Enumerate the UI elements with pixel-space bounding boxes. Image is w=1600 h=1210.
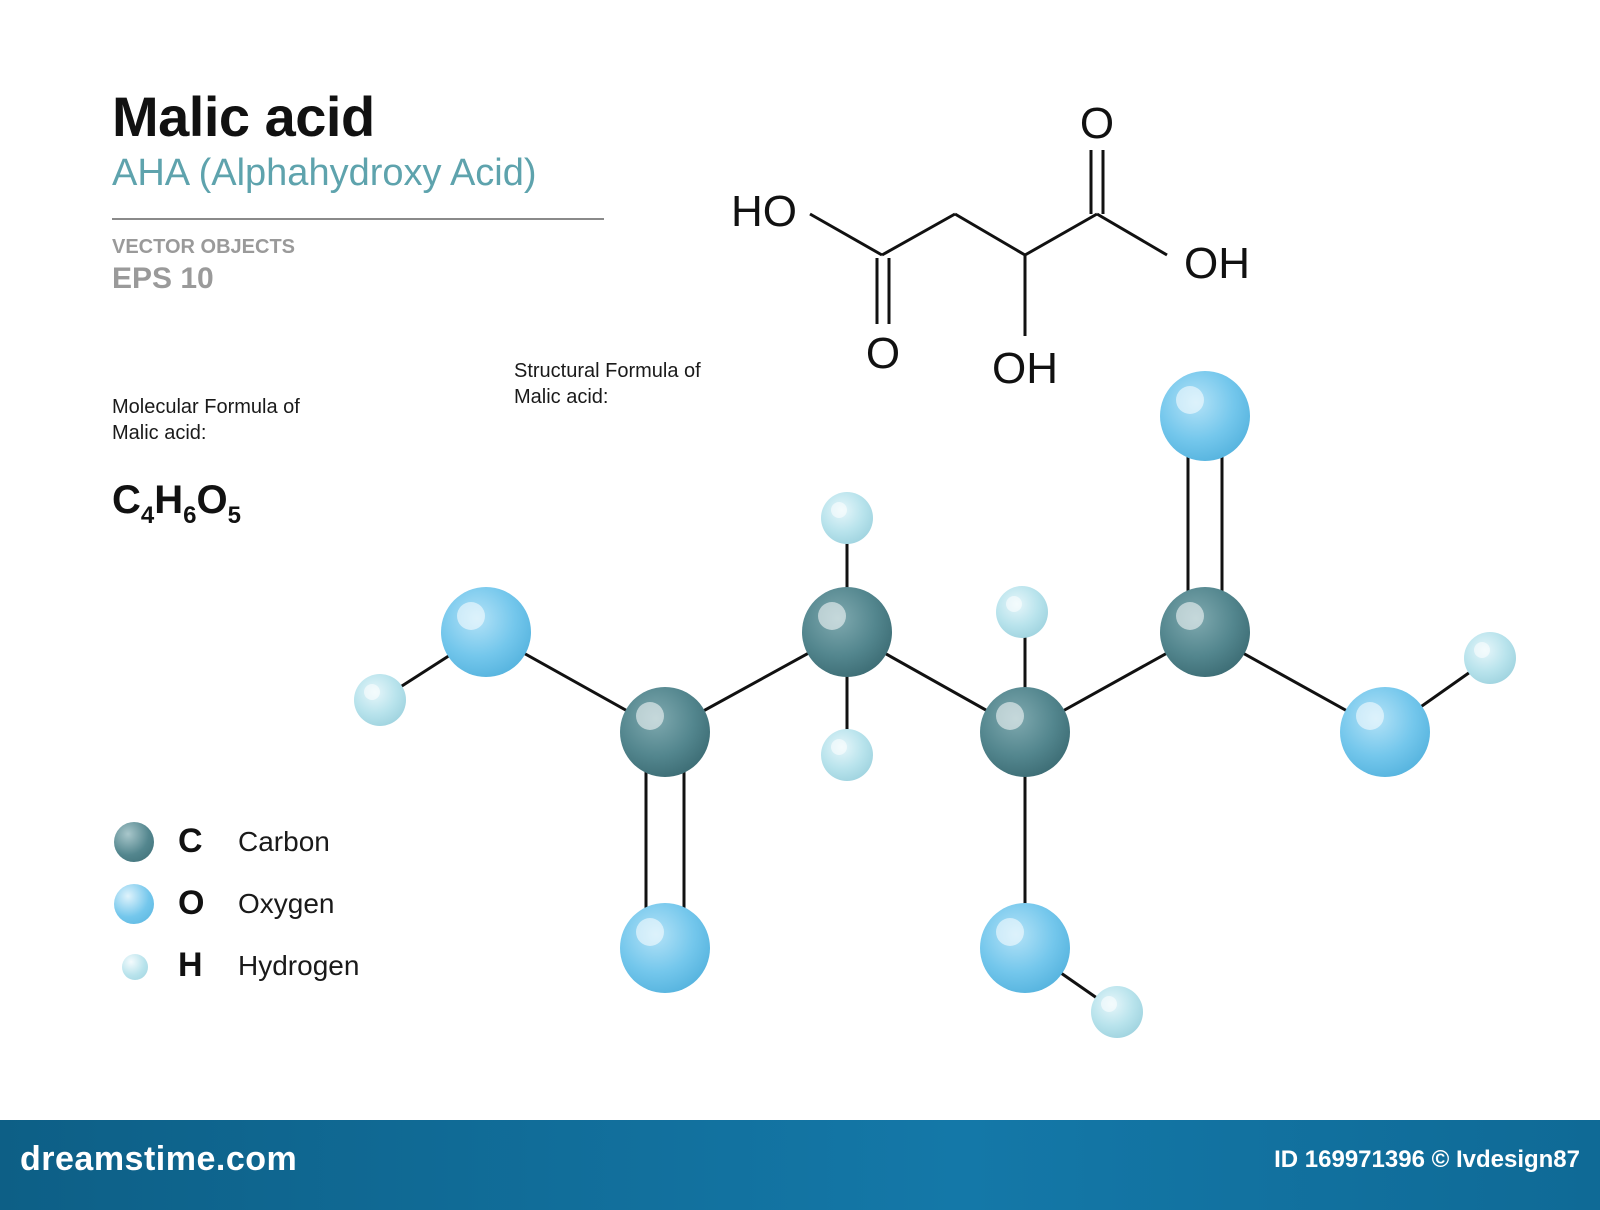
model-atoms <box>354 371 1516 1038</box>
legend-name: Oxygen <box>238 888 335 919</box>
hydrogen-atom <box>354 674 406 726</box>
hydrogen-atom <box>996 586 1048 638</box>
formula-c: C <box>112 478 141 522</box>
skeletal-formula: O HO OH O OH <box>731 99 1250 393</box>
carbon-atom <box>802 587 892 677</box>
formula-h-count: 6 <box>183 502 197 529</box>
molecular-label-line2: Malic acid: <box>112 422 207 444</box>
hydrogen-ball-icon <box>122 954 148 980</box>
skeletal-bonds <box>809 150 1168 336</box>
footer-bar: dreamstime.com ID 169971396 © Ivdesign87 <box>0 1120 1600 1210</box>
carbon-atom <box>980 687 1070 777</box>
page-subtitle: AHA (Alphahydroxy Acid) <box>112 152 537 194</box>
atom-o-top: O <box>1080 99 1114 148</box>
title-divider <box>112 218 604 220</box>
eps-label: EPS 10 <box>112 262 214 295</box>
atom-highlights <box>364 386 1490 1012</box>
molecular-formula: C4H6O5 <box>112 478 241 530</box>
oxygen-atom <box>1160 371 1250 461</box>
legend-name: Hydrogen <box>238 950 360 981</box>
model-bonds <box>379 416 1491 1014</box>
formula-c-count: 4 <box>140 502 155 529</box>
hydrogen-atom <box>1091 986 1143 1038</box>
ball-and-stick-model <box>354 371 1516 1038</box>
legend-symbol: C <box>178 822 203 860</box>
formula-o: O <box>196 478 228 522</box>
carbon-ball-icon <box>114 822 154 862</box>
footer-logo[interactable]: dreamstime.com <box>20 1140 298 1178</box>
oxygen-atom <box>620 903 710 993</box>
atom-o-bottom: O <box>866 329 900 378</box>
hydrogen-atom <box>1464 632 1516 684</box>
atom-oh-right: OH <box>1184 239 1250 288</box>
skeletal-atom-labels: O HO OH O OH <box>731 99 1250 393</box>
structural-formula-label: Structural Formula of Malic acid: <box>514 358 701 410</box>
carbon-atom <box>620 687 710 777</box>
oxygen-atom <box>980 903 1070 993</box>
molecular-formula-label: Molecular Formula of Malic acid: <box>112 394 300 446</box>
oxygen-atom <box>441 587 531 677</box>
carbon-atom <box>1160 587 1250 677</box>
oxygen-atom <box>1340 687 1430 777</box>
page-title: Malic acid <box>112 85 375 148</box>
structural-label-line2: Malic acid: <box>514 386 609 408</box>
formula-o-count: 5 <box>227 502 241 529</box>
hydrogen-atom <box>821 729 873 781</box>
legend-symbol: O <box>178 884 205 922</box>
hydrogen-atom <box>821 492 873 544</box>
formula-h: H <box>154 478 184 522</box>
vector-objects-label: VECTOR OBJECTS <box>112 236 295 258</box>
legend-symbol: H <box>178 946 203 984</box>
atom-ho-left: HO <box>731 187 797 236</box>
footer-image-id: ID 169971396 © Ivdesign87 <box>1274 1146 1580 1173</box>
structural-label-line1: Structural Formula of <box>514 360 701 382</box>
atom-oh-bottom: OH <box>992 344 1058 393</box>
oxygen-ball-icon <box>114 884 154 924</box>
legend-name: Carbon <box>238 826 330 857</box>
molecular-label-line1: Molecular Formula of <box>112 396 300 418</box>
